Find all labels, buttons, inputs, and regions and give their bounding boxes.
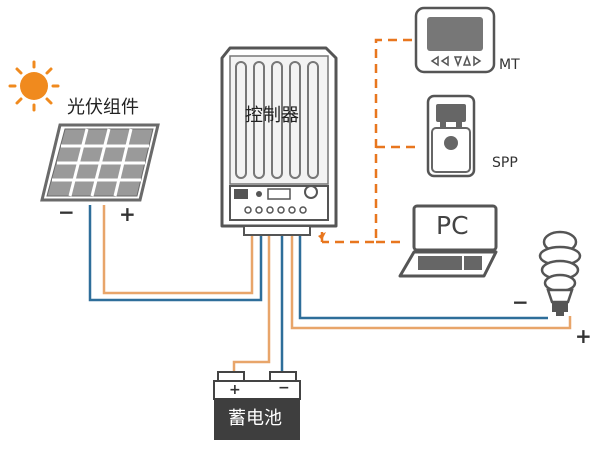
- battery-plus-symbol: +: [229, 382, 241, 398]
- controller-icon: [220, 46, 338, 236]
- mt-meter-icon: [414, 6, 496, 74]
- controller-button-icon: [304, 185, 318, 199]
- load-minus-symbol: −: [512, 290, 529, 314]
- communication-link: [322, 38, 418, 244]
- panel-minus-symbol: −: [58, 200, 75, 224]
- wires: [88, 205, 572, 372]
- battery-label: 蓄电池: [228, 408, 282, 429]
- mt-label: MT: [499, 57, 520, 73]
- battery-minus-symbol: −: [278, 380, 290, 396]
- panel-plus-symbol: +: [119, 202, 136, 226]
- sun-icon: [8, 60, 60, 112]
- solar-panel-icon: [40, 123, 160, 202]
- load-negative-wire: [298, 236, 548, 320]
- battery-positive-wire: [232, 236, 271, 372]
- load-positive-wire: [290, 236, 572, 330]
- controller-label: 控制器: [245, 105, 299, 126]
- light-bulb-icon: [538, 230, 582, 316]
- battery-icon: [213, 371, 301, 440]
- controller-logo-icon: [234, 189, 248, 199]
- spp-label: SPP: [492, 155, 518, 171]
- panel-positive-wire: [102, 205, 254, 295]
- spp-device-icon: [426, 94, 476, 178]
- pc-label: PC: [436, 211, 469, 240]
- solar-panel-label: 光伏组件: [67, 97, 139, 118]
- load-plus-symbol: +: [575, 324, 592, 348]
- laptop-icon: [398, 204, 498, 278]
- panel-negative-wire: [88, 205, 263, 302]
